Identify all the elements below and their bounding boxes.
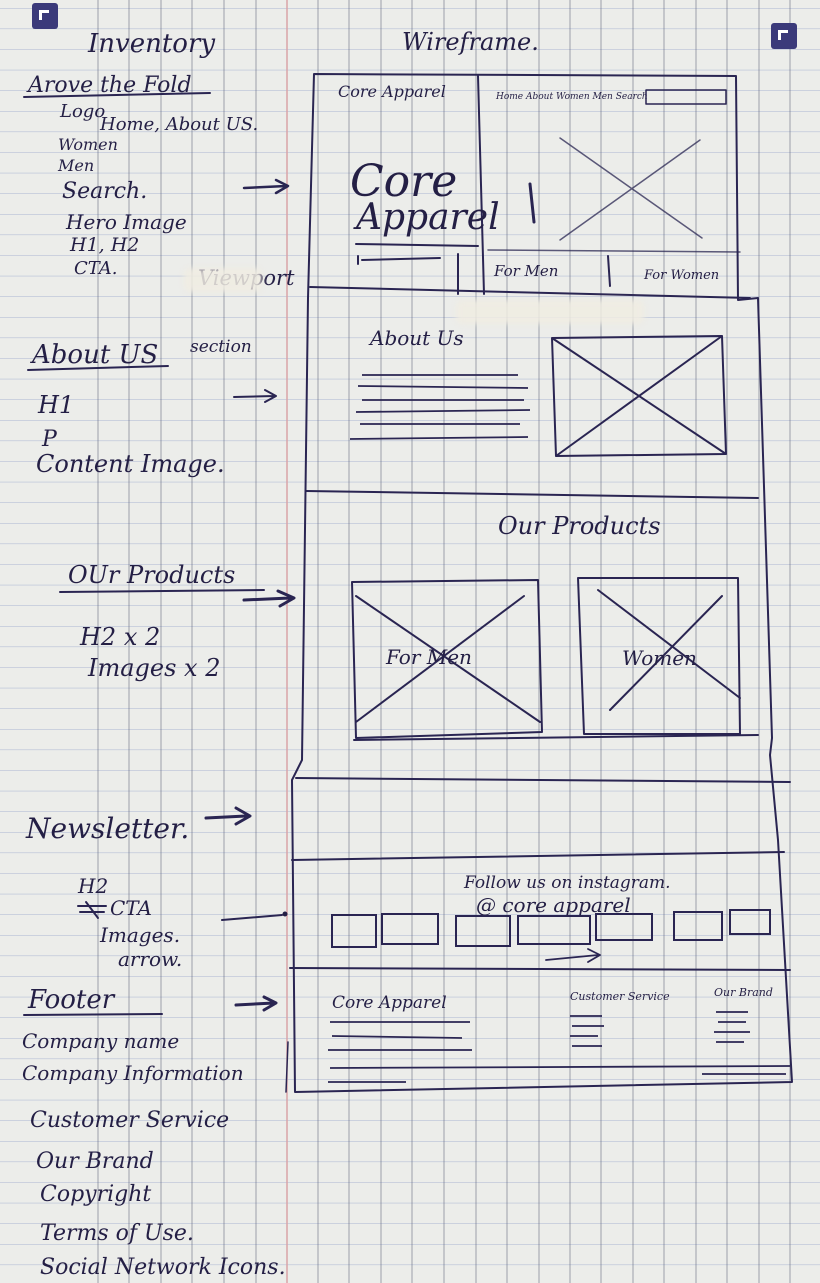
footer-title: Footer [27,985,116,1015]
wireframe-footer-col3: Our Brand [714,986,773,999]
arrow-icon [204,806,252,826]
arrow-icon [233,389,277,403]
wireframe-footer-col2: Customer Service [570,990,670,1003]
footer-item: Social Network Icons. [40,1255,286,1280]
footer-item: Terms of Use. [40,1221,194,1246]
our-products-underline [59,589,265,593]
inventory-item: H2 x 2 [79,623,160,651]
notebook-corner-icon [32,3,58,29]
about-us-title-suffix: section [190,337,252,357]
footer-item: Company name [22,1029,179,1053]
about-image-placeholder [551,335,727,457]
product-women-label: Women [622,646,697,670]
inventory-item: Content Image. [36,450,225,478]
vertical-rules [97,0,791,1283]
product-men-image [351,579,543,739]
scribble-icon [77,901,107,919]
product-men-label: For Men [385,645,472,669]
inventory-item: Women [58,135,118,154]
our-products-title: OUr Products [68,561,235,589]
inventory-item: Men [57,156,94,175]
inventory-item: H1 [37,391,74,419]
inventory-item: H1, H2 [69,234,139,256]
arrow-icon [285,1041,289,1093]
about-us-title: About US [30,340,158,370]
footer-item: Copyright [40,1182,151,1207]
footer-text-lines [328,1011,791,1083]
hero-for-women: For Women [643,268,719,283]
inventory-item: Search. [62,179,147,204]
arrow-icon [545,948,601,963]
arrow-icon [234,995,278,1012]
inventory-item: H2 [77,874,108,898]
arrow-icon [242,178,290,195]
wireframe-footer-col1: Core Apparel [332,993,447,1013]
wireframe-outer-frame [291,73,793,1093]
hero-for-men: For Men [493,262,558,280]
arrow-icon [221,914,283,921]
blurred-patch [456,300,644,324]
about-text-lines [349,374,531,440]
product-women-image [577,577,741,735]
inventory-item: P [41,427,58,452]
inventory-item: CTA. [74,258,118,279]
wireframe-hero-h2: Apparel [353,197,500,238]
inventory-item: Images. [99,923,180,947]
inventory-item: Logo [59,101,105,122]
footer-item: Our Brand [36,1149,154,1174]
notebook-corner-icon [771,23,797,49]
footer-underline [23,1013,163,1016]
instagram-image-row [331,909,771,948]
about-us-underline [27,365,169,371]
wireframe-logo: Core Apparel [338,82,446,101]
hero-cta-line [355,243,479,265]
inventory-heading: Inventory [87,29,215,59]
footer-item: Company Information [22,1061,244,1085]
inventory-item: Hero Image [65,210,187,234]
wireframe-hero-h1: Core [350,156,457,207]
inventory-item: Images x 2 [87,654,221,682]
inventory-item: CTA [110,896,152,920]
wireframe-products-title: Our Products [498,512,661,540]
footer-item: Customer Service [30,1108,229,1133]
blurred-patch [184,268,262,292]
wireframe-about-title: About Us [368,326,464,350]
above-fold-underline [23,92,211,98]
newsletter-title: Newsletter. [25,812,189,845]
inventory-item: Home, About US. [99,114,258,135]
instagram-heading: Follow us on instagram. [463,873,671,893]
inventory-item: arrow. [118,947,182,971]
wireframe-nav: Home About Women Men Search [495,92,648,102]
arrow-icon [242,589,296,608]
wireframe-heading: Wireframe. [402,28,539,56]
